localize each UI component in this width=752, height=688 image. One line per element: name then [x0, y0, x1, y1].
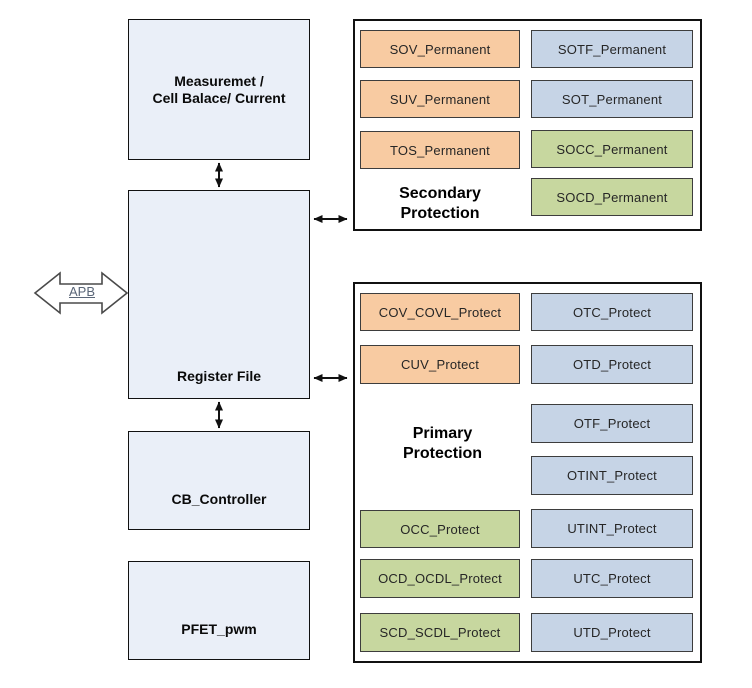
block-cov-covl-protect: COV_COVL_Protect	[360, 293, 520, 331]
measurement-label: Measuremet / Cell Balace/ Current	[152, 73, 286, 106]
block-tos-permanent: TOS_Permanent	[360, 131, 520, 169]
register-file-label: Register File	[176, 368, 262, 384]
block-utint-protect: UTINT_Protect	[531, 509, 693, 548]
register-file-block: Register File	[128, 190, 310, 399]
block-sov-permanent: SOV_Permanent	[360, 30, 520, 68]
block-otd-protect: OTD_Protect	[531, 345, 693, 384]
primary-protection-title: Primary Protection	[402, 425, 483, 462]
block-socc-permanent: SOCC_Permanent	[531, 130, 693, 168]
block-occ-protect: OCC_Protect	[360, 510, 520, 548]
block-utc-protect: UTC_Protect	[531, 559, 693, 598]
block-sotf-permanent: SOTF_Permanent	[531, 30, 693, 68]
block-otf-protect: OTF_Protect	[531, 404, 693, 443]
block-utd-protect: UTD_Protect	[531, 613, 693, 652]
apb-label: APB	[68, 284, 95, 299]
pfet-pwm-block: PFET_pwm	[128, 561, 310, 660]
pfet-pwm-label: PFET_pwm	[181, 621, 257, 637]
block-otint-protect: OTINT_Protect	[531, 456, 693, 495]
block-otc-protect: OTC_Protect	[531, 293, 693, 331]
block-scd-scdl-protect: SCD_SCDL_Protect	[360, 613, 520, 652]
block-sot-permanent: SOT_Permanent	[531, 80, 693, 118]
cb-controller-label: CB_Controller	[171, 491, 267, 507]
measurement-block: Measuremet / Cell Balace/ Current	[128, 19, 310, 160]
secondary-protection-title: Secondary Protection	[399, 185, 481, 222]
block-socd-permanent: SOCD_Permanent	[531, 178, 693, 216]
block-ocd-ocdl-protect: OCD_OCDL_Protect	[360, 559, 520, 598]
cb-controller-block: CB_Controller	[128, 431, 310, 530]
block-suv-permanent: SUV_Permanent	[360, 80, 520, 118]
block-cuv-protect: CUV_Protect	[360, 345, 520, 384]
